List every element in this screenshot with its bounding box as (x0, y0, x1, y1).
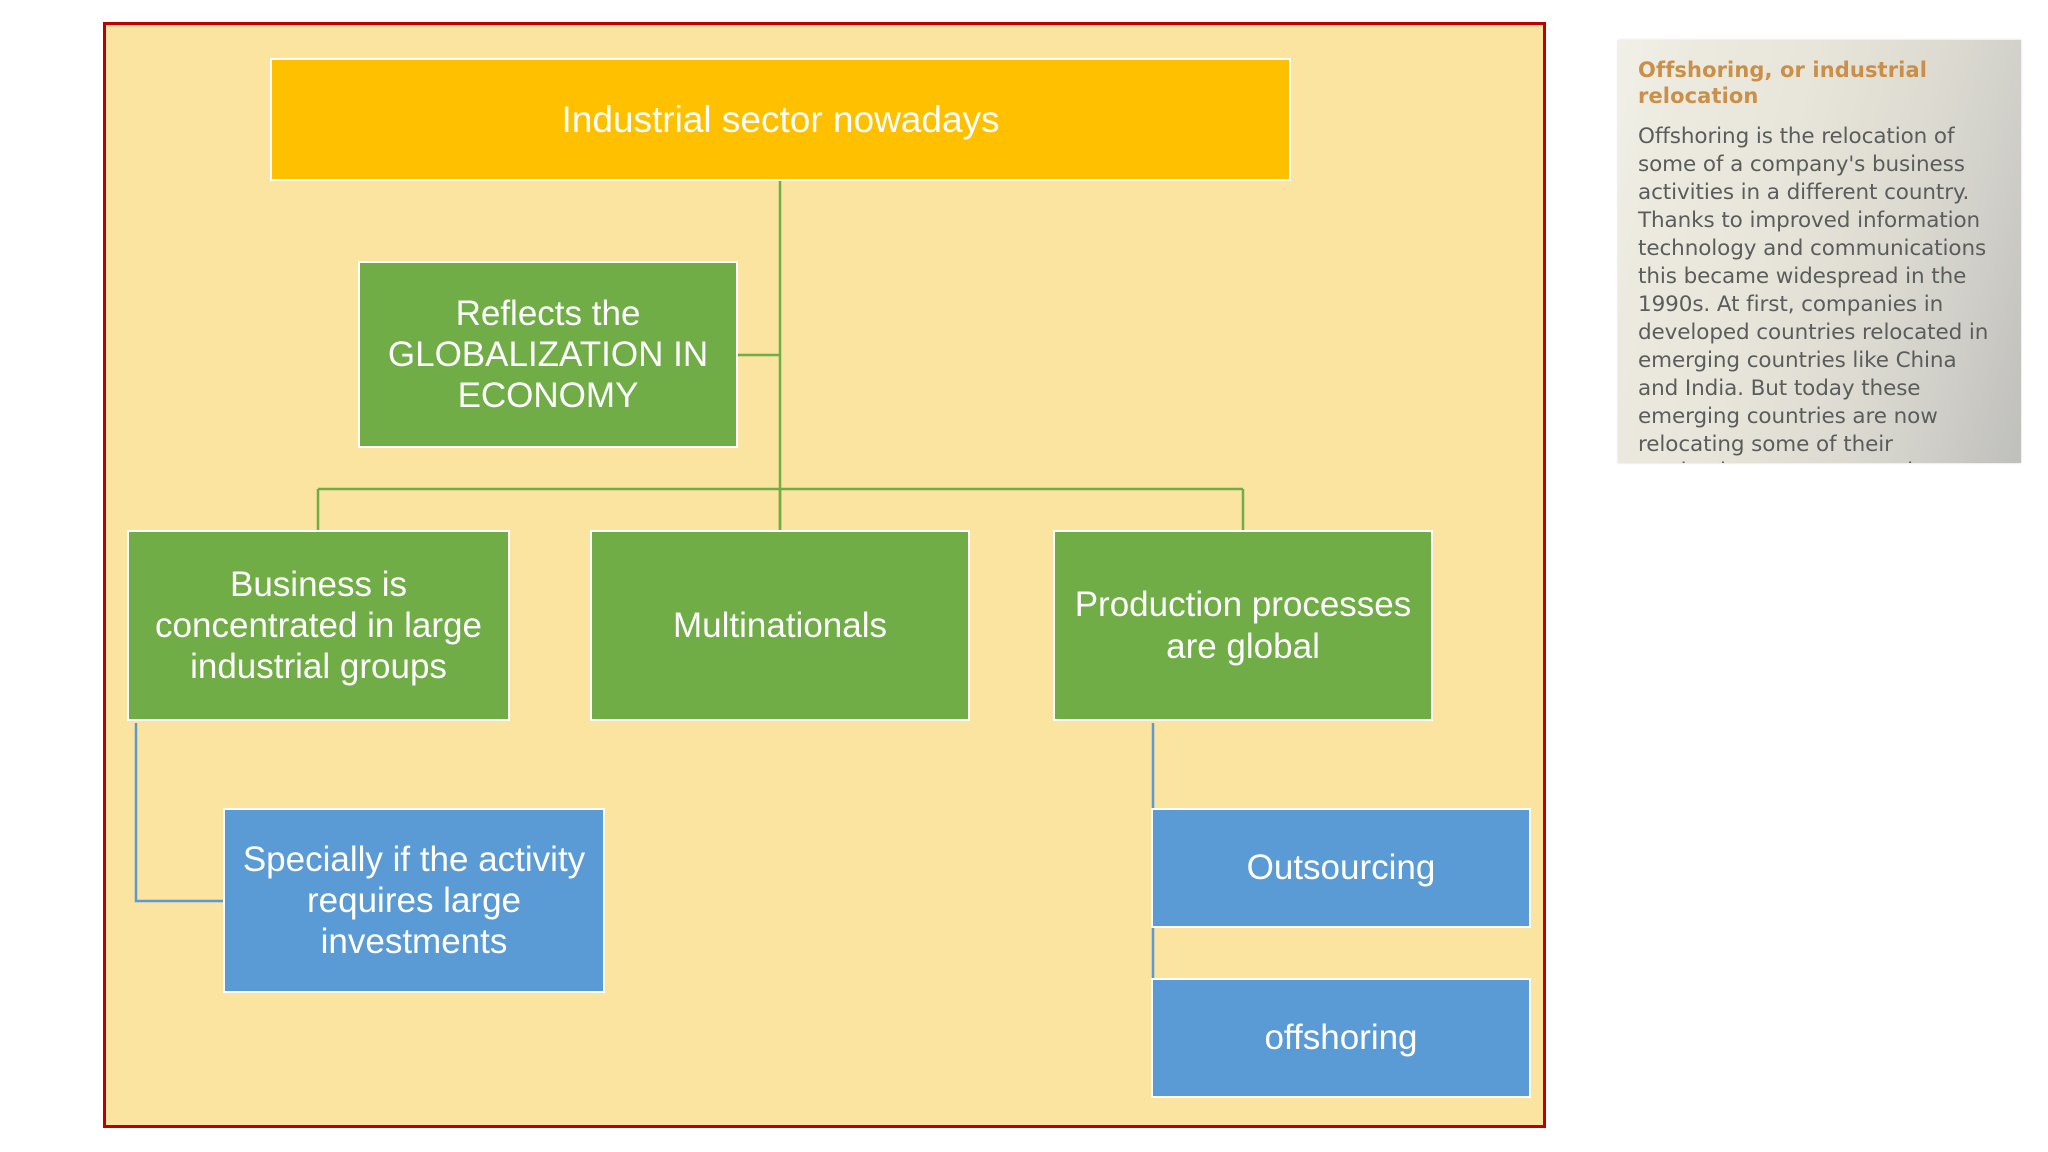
textbook-excerpt-image: Offshoring, or industrial relocation Off… (1618, 40, 2021, 463)
node-outsourcing[interactable]: Outsourcing (1151, 808, 1531, 928)
node-industrial-sector-nowadays[interactable]: Industrial sector nowadays (270, 58, 1291, 181)
node-specially-if-activity-requires-large-investments[interactable]: Specially if the activity requires large… (223, 808, 605, 993)
node-production-processes-are-global[interactable]: Production processes are global (1053, 530, 1433, 721)
textbook-heading: Offshoring, or industrial relocation (1638, 58, 1928, 108)
textbook-body-text: Offshoring is the relocation of some of … (1638, 124, 1989, 463)
node-reflects-globalization-in-economy[interactable]: Reflects the GLOBALIZATION IN ECONOMY (358, 261, 738, 448)
node-offshoring[interactable]: offshoring (1151, 978, 1531, 1098)
diagram-panel: Industrial sector nowadays Reflects the … (103, 22, 1546, 1128)
node-multinationals[interactable]: Multinationals (590, 530, 970, 721)
node-business-concentrated-large-industrial-groups[interactable]: Business is concentrated in large indust… (127, 530, 510, 721)
